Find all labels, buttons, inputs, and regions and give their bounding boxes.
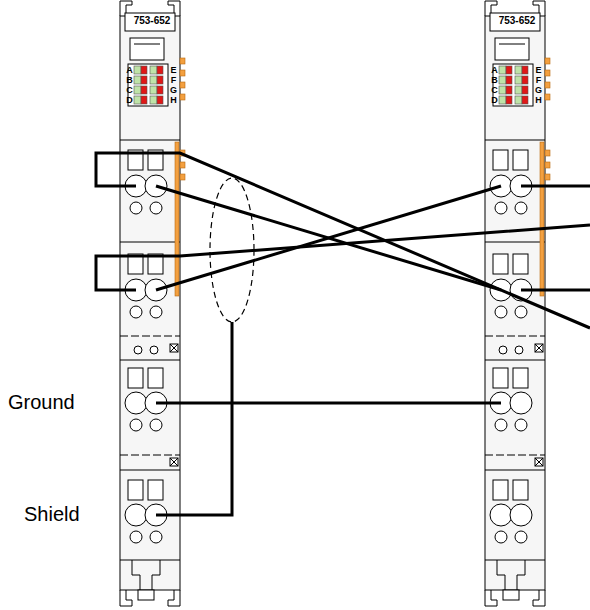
- shield-wire: [156, 322, 232, 515]
- module-part-number: 753-652: [120, 14, 184, 27]
- io-module-drawing: [485, 1, 550, 606]
- wire: [521, 185, 590, 188]
- terminal-label: Ground: [8, 392, 75, 412]
- led-letter: D: [125, 96, 134, 105]
- shield-bundle: [210, 178, 254, 322]
- module-part-number: 753-652: [485, 14, 549, 27]
- led-letter: D: [490, 96, 499, 105]
- wire: [521, 289, 590, 292]
- led-letter: E: [534, 66, 543, 75]
- led-letter: A: [490, 66, 499, 75]
- led-letter: B: [125, 76, 134, 85]
- led-letter: A: [125, 66, 134, 75]
- led-letter: E: [169, 66, 178, 75]
- led-letter: F: [534, 76, 543, 85]
- led-letter: H: [169, 96, 178, 105]
- led-letter: G: [169, 86, 178, 95]
- led-letter: B: [490, 76, 499, 85]
- led-letter: F: [169, 76, 178, 85]
- led-letter: C: [125, 86, 134, 95]
- led-letter: H: [534, 96, 543, 105]
- wire: [156, 186, 501, 290]
- wire: [96, 153, 590, 328]
- wire: [156, 402, 501, 405]
- led-letter: C: [490, 86, 499, 95]
- terminal-label: Shield: [24, 504, 80, 524]
- led-letter: G: [534, 86, 543, 95]
- wire: [156, 186, 501, 290]
